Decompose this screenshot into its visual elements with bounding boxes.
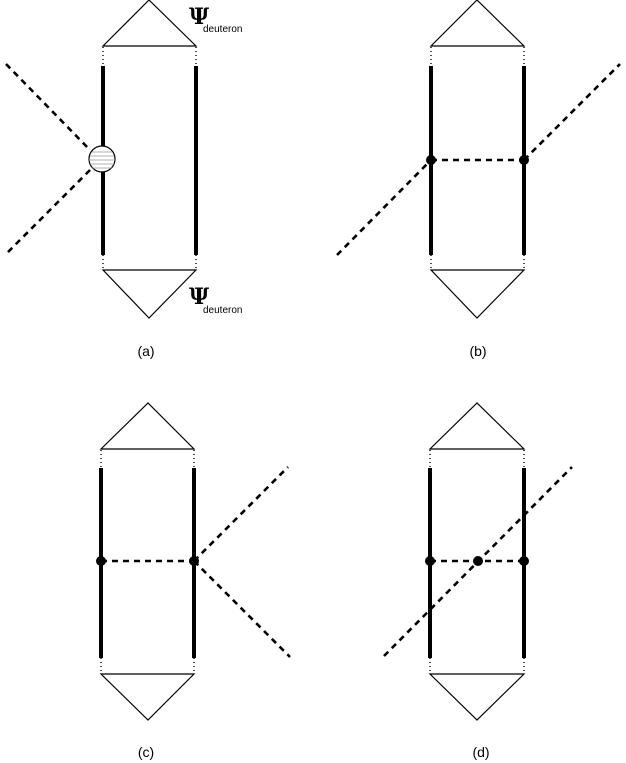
blob-vertex: [88, 145, 116, 173]
deuteron-vertex-top: [101, 0, 198, 47]
meson-line-external-right: [523, 63, 621, 161]
caption-a: (a): [137, 343, 154, 359]
meson-line-external-lower: [193, 560, 291, 658]
deuteron-vertex-bottom: [429, 269, 526, 319]
psi-subscript-bottom: deuteron: [203, 305, 242, 316]
caption-c: (c): [138, 744, 154, 760]
psi-subscript-top: deuteron: [203, 24, 242, 35]
psi-label-bottom: Ψ: [189, 284, 209, 310]
vertex-dot: [473, 556, 483, 566]
deuteron-vertex-top: [99, 402, 196, 450]
vertex-dot: [425, 556, 435, 566]
deuteron-vertex-bottom: [101, 269, 198, 319]
deuteron-vertex-bottom: [428, 673, 526, 721]
caption-b: (b): [469, 343, 486, 359]
meson-line-incoming: [5, 63, 91, 151]
diagram-d: (d): [383, 402, 573, 760]
deuteron-vertex-bottom: [99, 673, 196, 721]
deuteron-vertex-top: [429, 0, 526, 47]
meson-line-external-left: [336, 159, 432, 256]
vertex-dot: [189, 556, 199, 566]
vertex-dot: [519, 556, 529, 566]
vertex-dot: [426, 155, 436, 165]
deuteron-vertex-top: [428, 402, 526, 450]
diagram-c: (c): [96, 402, 291, 760]
caption-d: (d): [472, 744, 489, 760]
meson-line-external-upper: [193, 466, 289, 562]
vertex-dot: [96, 556, 106, 566]
diagram-b: (b): [336, 0, 621, 359]
meson-line-outgoing: [5, 169, 91, 255]
diagram-a: Ψ deuteron Ψ deuteron (a): [5, 0, 242, 359]
psi-label-top: Ψ: [189, 4, 209, 30]
vertex-dot: [519, 155, 529, 165]
